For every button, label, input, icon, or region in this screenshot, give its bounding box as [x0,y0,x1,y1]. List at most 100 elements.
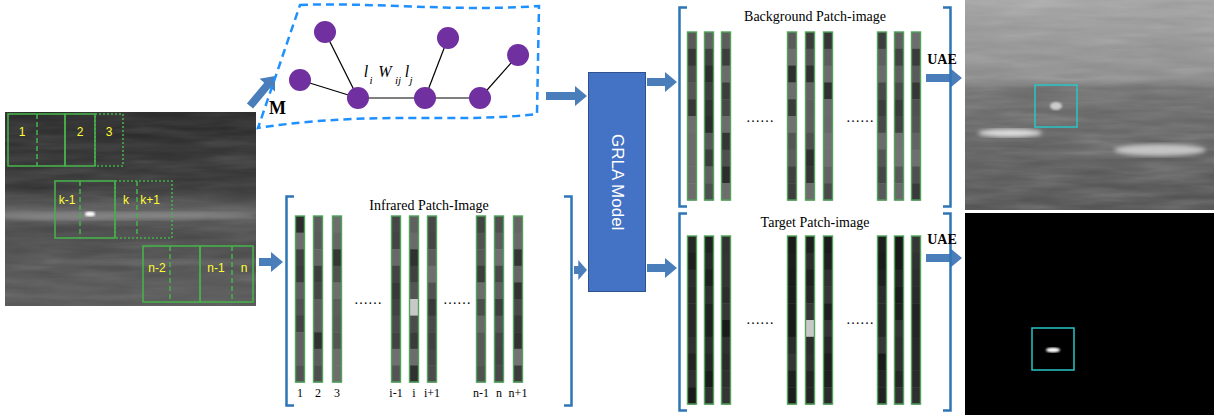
column-segment [912,303,921,320]
column-segment [410,316,419,333]
column-segment [333,299,342,316]
column-segment [722,99,731,116]
column-segment [824,183,833,200]
column-segment [333,282,342,299]
patch-column [705,236,714,404]
column-segment [477,332,486,349]
column-segment [806,183,815,200]
patch-column [788,236,797,404]
column-segment [705,286,714,303]
column-segment [878,99,887,116]
column-segment [428,299,437,316]
column-segment [333,332,342,349]
column-segment [895,337,904,354]
column-segment [788,303,797,320]
column-segment [788,150,797,167]
column-segment [912,133,921,150]
column-segment [688,253,697,270]
column-segment [392,249,401,266]
column-index: 1 [297,387,303,399]
column-segment [722,387,731,404]
column-segment [806,133,815,150]
ellipsis: …… [846,313,874,327]
column-segment [495,266,504,283]
ellipsis: …… [443,293,471,307]
column-segment [788,183,797,200]
patch-column [514,216,523,382]
column-segment [477,349,486,366]
column-segment [705,49,714,66]
column-segment [722,253,731,270]
column-segment [705,32,714,49]
column-segment [824,66,833,83]
column-segment [878,49,887,66]
patch-column [895,236,904,404]
dashed-outline [255,2,545,135]
patch-column [688,32,697,200]
column-segment [410,299,419,316]
column-segment [895,116,904,133]
column-segment [688,150,697,167]
column-segment [410,282,419,299]
column-segment [495,332,504,349]
column-segment [722,82,731,99]
column-segment [392,349,401,366]
column-segment [806,253,815,270]
column-segment [495,299,504,316]
column-segment [314,332,323,349]
column-segment [477,266,486,283]
column-segment [788,49,797,66]
graph-symbol: W [378,64,391,80]
patch-column [333,216,342,382]
patch-column [722,32,731,200]
left-bracket [287,197,295,406]
column-segment [333,216,342,233]
column-segment [688,66,697,83]
column-segment [428,282,437,299]
patch-box [65,114,95,166]
column-segment [705,236,714,253]
column-segment [705,150,714,167]
column-segment [895,303,904,320]
column-segment [333,249,342,266]
column-segment [392,233,401,250]
column-segment [705,303,714,320]
patch-image-matrix: Target Patch-image [678,212,952,412]
column-segment [912,49,921,66]
column-segment [878,370,887,387]
column-index: n+1 [509,387,528,399]
patch-column [392,216,401,382]
patch-column [912,32,921,200]
bracket-outline [285,195,573,407]
column-segment [722,286,731,303]
graph-edge [325,32,358,98]
patch-index: 1 [19,126,26,138]
column-segment [705,253,714,270]
column-segment [705,354,714,371]
column-index: i+1 [424,387,440,399]
column-segment [912,354,921,371]
column-segment [688,286,697,303]
patch-box [95,114,123,166]
column-segment [514,266,523,283]
target-window [1032,328,1074,370]
manifold-outline [258,4,539,128]
column-index: i [412,387,415,399]
sea-streak [1114,144,1206,156]
column-segment [878,116,887,133]
image-texture [5,112,256,306]
column-segment [477,316,486,333]
column-segment [722,150,731,167]
column-segment [495,216,504,233]
graph-vertex [347,87,369,109]
column-segment [410,332,419,349]
column-segment [806,354,815,371]
column-segment [895,133,904,150]
subscript: ij [395,75,401,86]
patch-column [878,236,887,404]
column-segment [514,365,523,382]
column-segment [824,253,833,270]
detected-target [1046,348,1060,353]
column-segment [705,82,714,99]
column-segment [806,49,815,66]
